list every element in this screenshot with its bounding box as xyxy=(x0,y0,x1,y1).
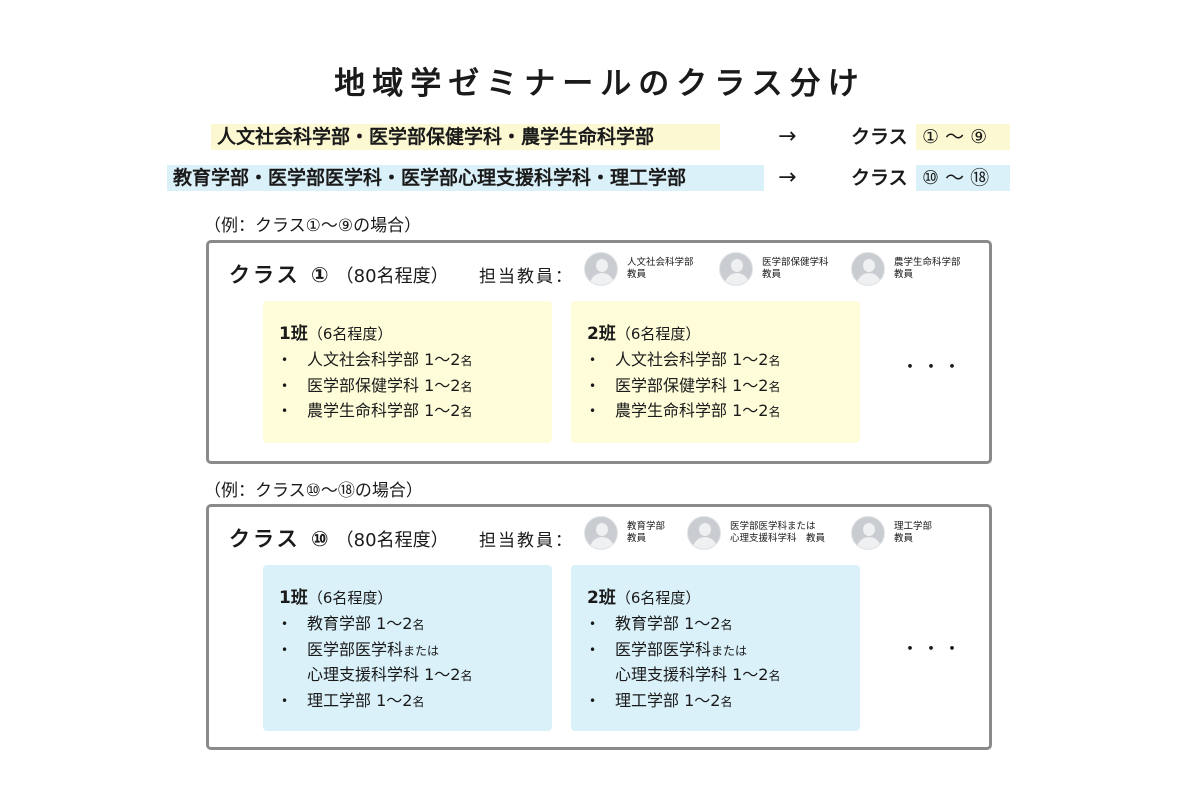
list-item: 理工学部 1～2名 xyxy=(279,689,552,715)
user-avatar-icon xyxy=(719,252,753,286)
teacher: 農学生命科学部 教員 xyxy=(851,252,961,286)
list-item: 教育学部 1～2名 xyxy=(587,612,860,638)
arrow-icon: → xyxy=(778,165,797,190)
mapping-row-2: 教育学部・医学部医学科・医学部心理支援科学科・理工学部 → クラス ⑩ ～ ⑱ xyxy=(0,165,1200,191)
example-caption: （例：クラス⑩～⑱の場合） xyxy=(204,481,423,501)
teacher: 教育学部 教員 xyxy=(584,516,665,550)
class-box: クラス ①（80名程度） 担当教員： 人文社会科学部 教員 医学部保健学科 教員… xyxy=(206,240,992,464)
teacher-text: 理工学部 教員 xyxy=(894,521,933,544)
list-item: 農学生命科学部 1～2名 xyxy=(279,399,552,425)
teacher: 人文社会科学部 教員 xyxy=(584,252,694,286)
class-size: （80名程度） xyxy=(335,266,449,287)
teacher: 理工学部 教員 xyxy=(851,516,932,550)
page-title: 地域学ゼミナールのクラス分け xyxy=(334,66,866,102)
mapping-departments: 人文社会科学部・医学部保健学科・農学生命科学部 xyxy=(211,124,720,150)
class-box: クラス ⑩（80名程度） 担当教員： 教育学部 教員 医学部医学科または 心理支… xyxy=(206,504,992,750)
group-size: （6名程度） xyxy=(615,589,701,607)
user-avatar-icon xyxy=(851,252,885,286)
class-title: クラス ⑩（80名程度） xyxy=(229,523,449,553)
teacher: 医学部保健学科 教員 xyxy=(719,252,829,286)
list-item: 農学生命科学部 1～2名 xyxy=(587,399,860,425)
group-number: 1班 xyxy=(279,588,308,608)
class-name: クラス ① xyxy=(229,263,332,287)
user-avatar-icon xyxy=(851,516,885,550)
teacher-text: 教育学部 教員 xyxy=(627,521,666,544)
teacher: 医学部医学科または 心理支援科学科 教員 xyxy=(687,516,825,550)
user-avatar-icon xyxy=(584,516,618,550)
user-avatar-icon xyxy=(687,516,721,550)
group-card: 1班（6名程度） 人文社会科学部 1～2名 医学部保健学科 1～2名 農学生命科… xyxy=(263,301,552,443)
list-item: 医学部保健学科 1～2名 xyxy=(279,374,552,400)
teacher-text: 農学生命科学部 教員 xyxy=(894,257,961,280)
teacher-label: 担当教員： xyxy=(479,531,574,551)
mapping-class-label: クラス xyxy=(851,126,908,148)
mapping-departments: 教育学部・医学部医学科・医学部心理支援科学科・理工学部 xyxy=(167,165,764,191)
group-size: （6名程度） xyxy=(615,325,701,343)
list-item: 医学部保健学科 1～2名 xyxy=(587,374,860,400)
group-size: （6名程度） xyxy=(307,589,393,607)
list-item: 教育学部 1～2名 xyxy=(279,612,552,638)
group-size: （6名程度） xyxy=(307,325,393,343)
group-card: 2班（6名程度） 人文社会科学部 1～2名 医学部保健学科 1～2名 農学生命科… xyxy=(571,301,860,443)
ellipsis: ・・・ xyxy=(901,357,964,378)
list-item: 人文社会科学部 1～2名 xyxy=(279,348,552,374)
class-title: クラス ①（80名程度） xyxy=(229,259,449,289)
mapping-class-range: ① ～ ⑨ xyxy=(916,124,1010,150)
mapping-class-range: ⑩ ～ ⑱ xyxy=(916,165,1010,191)
example-caption: （例：クラス①～⑨の場合） xyxy=(204,216,422,236)
teacher-text: 医学部医学科または 心理支援科学科 教員 xyxy=(730,521,826,544)
teacher-text: 人文社会科学部 教員 xyxy=(627,257,694,280)
user-avatar-icon xyxy=(584,252,618,286)
group-number: 2班 xyxy=(587,588,616,608)
list-item: 人文社会科学部 1～2名 xyxy=(587,348,860,374)
teacher-label: 担当教員： xyxy=(479,267,574,287)
list-item: 理工学部 1～2名 xyxy=(587,689,860,715)
teacher-text: 医学部保健学科 教員 xyxy=(762,257,829,280)
mapping-class-label: クラス xyxy=(851,167,908,189)
mapping-row-1: 人文社会科学部・医学部保健学科・農学生命科学部 → クラス ① ～ ⑨ xyxy=(0,124,1200,150)
group-number: 2班 xyxy=(587,324,616,344)
ellipsis: ・・・ xyxy=(901,639,964,660)
group-number: 1班 xyxy=(279,324,308,344)
arrow-icon: → xyxy=(778,124,797,149)
class-size: （80名程度） xyxy=(335,530,449,551)
class-name: クラス ⑩ xyxy=(229,527,332,551)
